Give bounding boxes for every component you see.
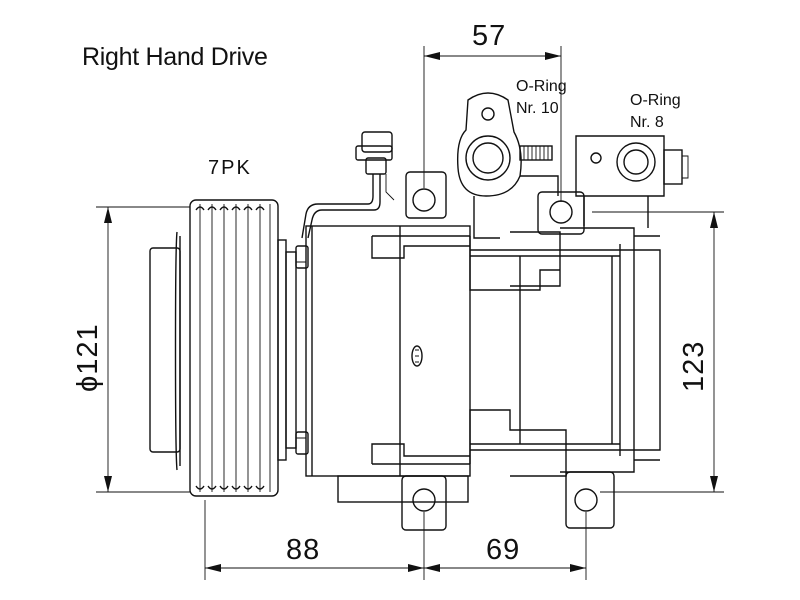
oring-10-label-line2: Nr. 10 (516, 100, 559, 117)
oring-8-label-line2: Nr. 8 (630, 114, 664, 131)
dimension-57: 57 (472, 20, 507, 52)
port-oring-8 (575, 135, 689, 228)
dimension-diameter-121: ϕ121 (72, 323, 104, 392)
oring-8-label: O-Ring Nr. 8 (630, 90, 681, 134)
compressor-body (295, 225, 661, 503)
dimension-123: 123 (678, 340, 710, 392)
oring-8-label-line1: O-Ring (630, 92, 681, 109)
pulley (149, 199, 306, 497)
mounting-ear-top-left (405, 171, 447, 219)
mounting-ear-bottom-right (565, 471, 615, 529)
oring-10-label: O-Ring Nr. 10 (516, 76, 567, 120)
port-oring-10 (456, 92, 559, 239)
dimension-69: 69 (486, 534, 521, 566)
dimension-88: 88 (286, 534, 321, 566)
pulley-grooves (195, 204, 271, 492)
drive-orientation-title: Right Hand Drive (82, 43, 268, 71)
dimension-lines (96, 46, 724, 580)
electrical-connector (301, 131, 395, 239)
oring-10-label-line1: O-Ring (516, 78, 567, 95)
belt-profile-label: 7PK (208, 157, 252, 179)
